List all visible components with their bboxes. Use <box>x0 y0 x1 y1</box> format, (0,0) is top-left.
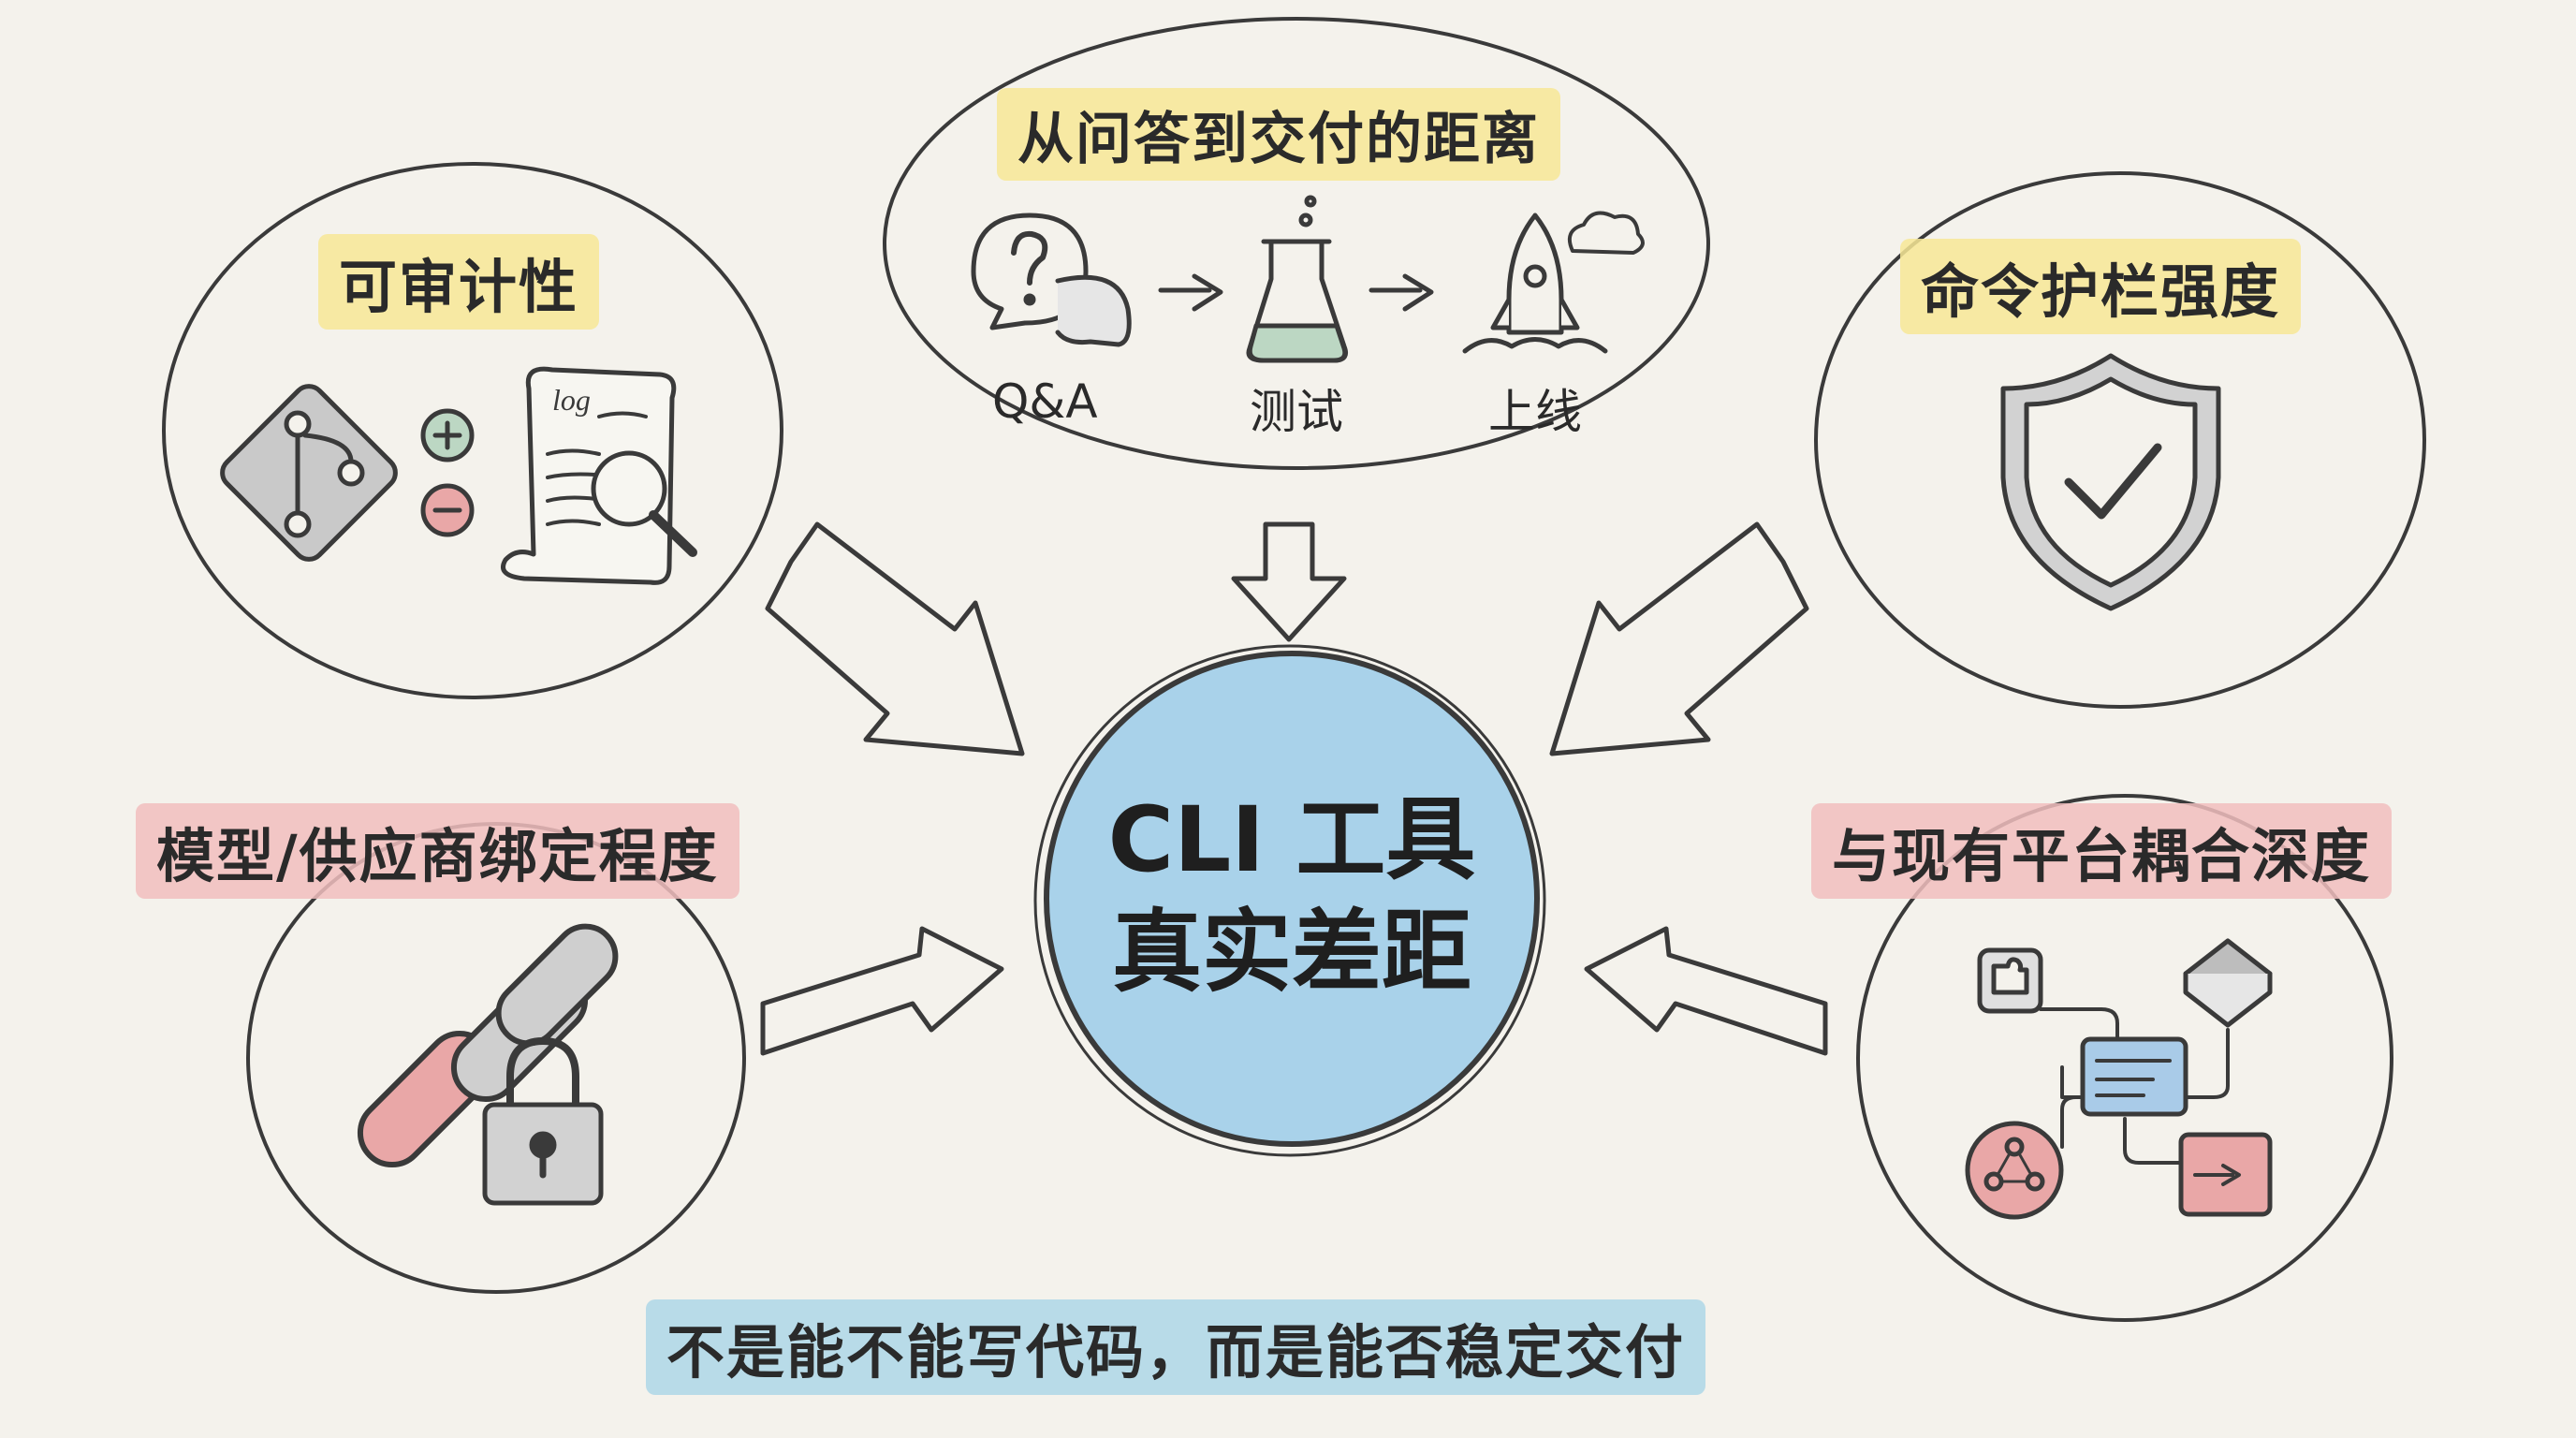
arrow-from-bottom-left <box>760 926 1004 1056</box>
question-bubble-icon <box>971 213 1132 347</box>
step-arrow-1 <box>1158 273 1223 312</box>
step-label-qa: Q&A <box>992 374 1098 429</box>
bubble-auditability <box>162 162 783 699</box>
padlock-icon <box>482 1037 604 1206</box>
panel-block-icon <box>2080 1036 2188 1117</box>
log-scroll-icon <box>501 366 677 585</box>
bubble-delivery <box>883 17 1710 470</box>
log-scroll-text: log <box>552 383 591 417</box>
title-guardrails: 命令护栏强度 <box>1900 239 2302 334</box>
center-circle <box>1033 644 1546 1157</box>
title-coupling: 与现有平台耦合深度 <box>1811 803 2393 899</box>
center-title-line1: CLI 工具 <box>1107 787 1476 892</box>
tagline: 不是能不能写代码，而是能否稳定交付 <box>646 1299 1706 1395</box>
cloud-icon <box>1568 211 1645 255</box>
step-label-launch: 上线 <box>1488 385 1582 439</box>
bubble-coupling <box>1856 794 2393 1322</box>
arrow-from-top-right <box>1549 521 1809 756</box>
terminal-block-icon <box>2178 1132 2273 1217</box>
plus-icon <box>420 408 475 462</box>
title-auditability: 可审计性 <box>318 234 600 330</box>
center-title-line2: 真实差距 <box>1112 900 1471 1005</box>
git-icon <box>220 384 398 562</box>
magnifier-icon <box>591 450 697 557</box>
arrow-from-top-left <box>765 521 1025 756</box>
step-label-test: 测试 <box>1250 385 1343 439</box>
puzzle-block-icon <box>1977 947 2043 1014</box>
minus-icon <box>420 483 475 537</box>
shield-check-icon <box>2000 353 2221 611</box>
chain-icon <box>357 923 619 1168</box>
step-arrow-2 <box>1368 273 1434 312</box>
title-binding: 模型/供应商绑定程度 <box>136 803 739 899</box>
network-block-icon <box>1965 1121 2064 1220</box>
flask-icon <box>1246 195 1349 363</box>
coupling-connectors <box>2039 1007 2230 1165</box>
diamond-block-icon <box>2183 938 2273 1028</box>
bubble-guardrails <box>1814 171 2426 709</box>
arrow-from-top <box>1231 521 1347 642</box>
arrow-from-bottom-right <box>1584 926 1828 1056</box>
rocket-icon <box>1462 213 1608 354</box>
title-delivery: 从问答到交付的距离 <box>997 88 1560 181</box>
